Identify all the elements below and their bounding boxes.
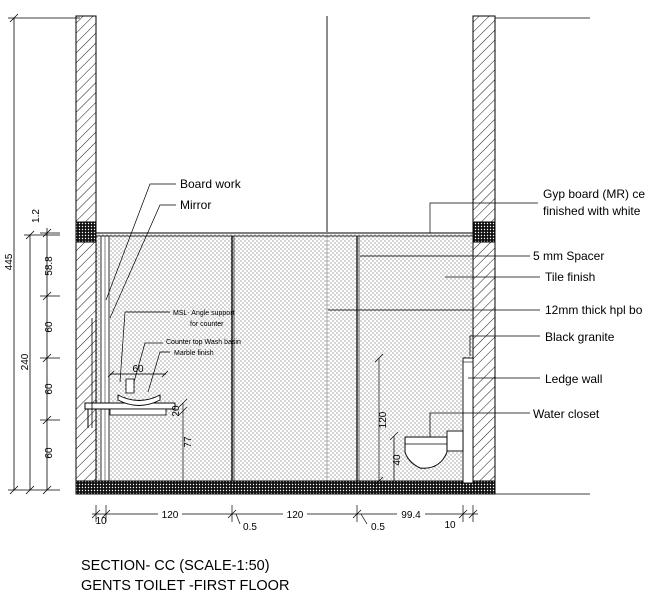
left-leaders	[105, 183, 176, 393]
left-wall	[75, 15, 97, 495]
right-leaders	[328, 202, 540, 437]
dim-60-b: 60	[44, 383, 55, 395]
dim-overall-445: 445	[4, 253, 15, 270]
wash-basin-counter	[84, 318, 176, 428]
dim-bottom-0-5-b: 0.5	[371, 522, 385, 533]
label-counter-top: Counter top Wash basin	[166, 339, 241, 346]
label-hpl-board: 12mm thick hpl bo	[545, 303, 643, 317]
dim-wc-height: 40	[392, 454, 403, 466]
drawing-title-line-1: SECTION- CC (SCALE-1:50)	[81, 558, 270, 574]
label-spacer: 5 mm Spacer	[533, 249, 604, 263]
label-gyp-board-1: Gyp board (MR) ce	[543, 187, 645, 201]
dim-dado-240: 240	[20, 353, 31, 370]
dim-bottom-10-a: 10	[95, 516, 107, 527]
dim-bottom-10-b: 10	[444, 520, 456, 531]
label-board-work: Board work	[180, 177, 242, 191]
tile-field	[95, 232, 474, 484]
floor-slab	[75, 480, 496, 495]
ceiling-end-right	[472, 221, 496, 243]
dim-counter-height: 77	[183, 436, 194, 448]
dim-bottom-0-5-a: 0.5	[243, 522, 257, 533]
label-black-granite: Black granite	[545, 330, 615, 344]
label-tile-finish: Tile finish	[545, 270, 595, 284]
ledge-wall	[462, 357, 474, 484]
dim-bottom-99-4: 99.4	[401, 510, 421, 521]
dim-1-2: 1.2	[31, 209, 42, 223]
water-closet	[404, 430, 464, 469]
label-mirror: Mirror	[180, 198, 211, 212]
ceiling-end-left	[75, 221, 97, 243]
vertical-dimensions	[8, 13, 80, 495]
label-gyp-board-2: finished with white	[543, 204, 641, 218]
dim-bottom-120-b: 120	[287, 510, 304, 521]
dim-60-c: 60	[44, 447, 55, 459]
drawing-title-line-2: GENTS TOILET -FIRST FLOOR	[81, 578, 289, 594]
label-marble-finish: Marble finish	[174, 350, 214, 357]
dim-58-8: 58.8	[44, 256, 55, 276]
right-wall	[472, 15, 496, 495]
dim-60-a: 60	[44, 321, 55, 333]
label-ledge-wall: Ledge wall	[545, 372, 602, 386]
dim-counter-width: 60	[132, 364, 144, 375]
dim-counter-thk: 20	[171, 405, 182, 417]
inner-dimensions	[107, 353, 399, 486]
dim-ledge-height: 120	[378, 411, 389, 428]
label-msl-1: MSL- Angle support	[173, 310, 235, 317]
label-water-closet: Water closet	[533, 407, 600, 421]
dim-bottom-120-a: 120	[162, 510, 179, 521]
label-msl-2: for counter	[190, 321, 224, 328]
